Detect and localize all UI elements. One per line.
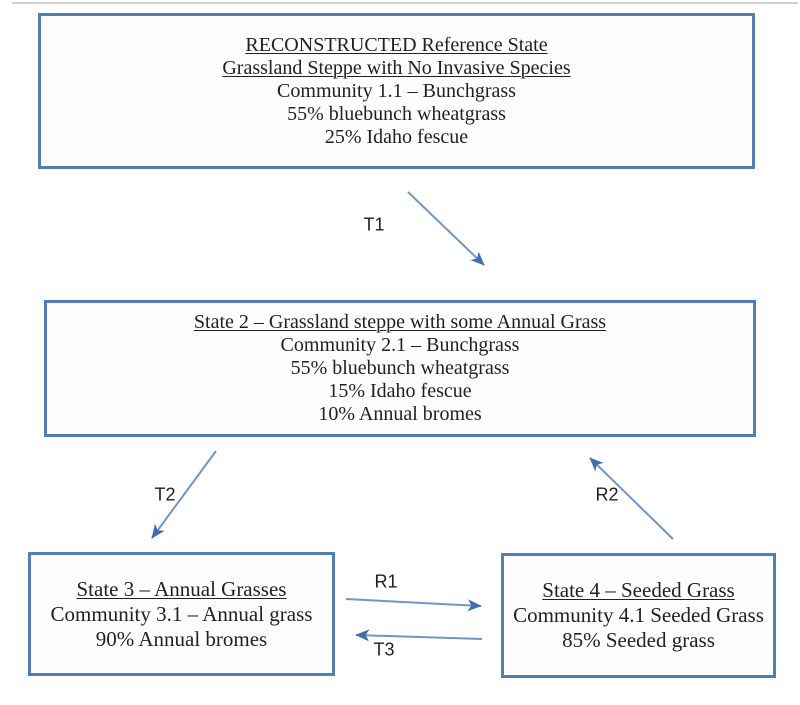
transition-label-t2: T2 [154,484,176,505]
box-state-4: State 4 – Seeded Grass Community 4.1 See… [501,553,776,678]
box-state-3-title-line: State 3 – Annual Grasses [76,576,287,601]
box-state-4-body-line: Community 4.1 Seeded Grass [513,603,764,627]
box-reference-state: RECONSTRUCTED Reference State Grassland … [38,13,755,169]
box-state-2: State 2 – Grassland steppe with some Ann… [44,300,756,437]
box-state-2-body-line: 55% bluebunch wheatgrass [290,357,510,379]
page-edge-line [12,2,798,4]
transition-label-r2: R2 [595,484,619,505]
box-reference-body-line: 25% Idaho fescue [324,125,469,148]
box-state-3: State 3 – Annual Grasses Community 3.1 –… [28,552,335,676]
arrow-t1 [407,191,485,266]
box-reference-title-line-1: RECONSTRUCTED Reference State [245,33,548,56]
arrow-t3 [355,629,483,642]
transition-label-r1: R1 [374,571,398,592]
box-reference-title-line-2: Grassland Steppe with No Invasive Specie… [222,56,571,79]
transition-label-t3: T3 [373,639,395,660]
box-reference-body-line: Community 1.1 – Bunchgrass [277,79,516,102]
transition-label-t1: T1 [363,214,385,235]
box-state-2-body-line: 15% Idaho fescue [328,380,472,402]
box-reference-body-line: 55% bluebunch wheatgrass [287,102,506,125]
arrow-r1 [345,598,482,612]
box-state-4-title-line: State 4 – Seeded Grass [542,578,735,602]
box-state-2-body-line: 10% Annual bromes [318,403,482,425]
box-state-3-body-line: 90% Annual bromes [95,626,268,651]
box-state-3-body-line: Community 3.1 – Annual grass [50,601,313,626]
box-state-2-body-line: Community 2.1 – Bunchgrass [280,334,520,356]
box-state-2-title-line: State 2 – Grassland steppe with some Ann… [193,311,607,333]
box-state-4-body-line: 85% Seeded grass [562,628,715,652]
